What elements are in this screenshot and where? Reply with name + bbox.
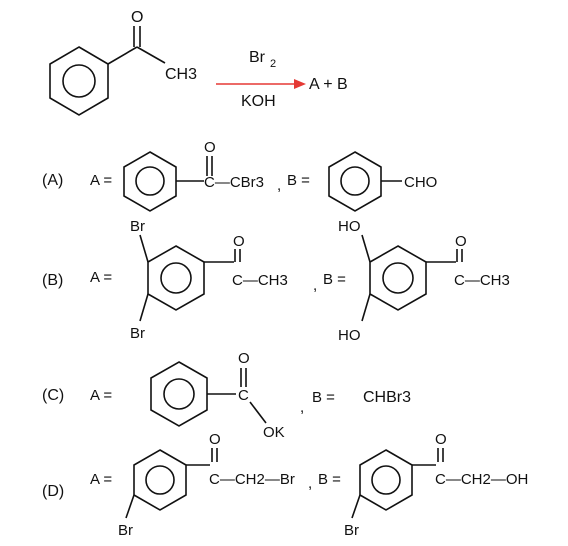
option-b-a-br-top: Br <box>130 218 145 235</box>
reactant-oxygen: O <box>131 9 143 26</box>
option-a-b-circle <box>340 166 370 196</box>
option-b-a-group: C—CH3 <box>232 272 288 289</box>
option-d-b-br-bond <box>351 494 361 519</box>
reactant-acetophenone: O CH3 <box>49 9 197 116</box>
option-a-a-circle <box>135 166 165 196</box>
option-b-b-ho-top-bond <box>361 234 371 263</box>
option-b-a-br-top-bond <box>139 234 149 263</box>
ring-carbonyl-bond <box>107 46 138 65</box>
option-c-label: (C) <box>42 387 64 404</box>
option-b-label: (B) <box>42 272 63 289</box>
option-d-b-ring <box>359 449 413 511</box>
option-d-b-group: C—CH2—OH <box>435 471 528 488</box>
option-a-label: (A) <box>42 172 63 189</box>
option-b-b-ho-bottom: HO <box>338 327 361 344</box>
option-b-b-group: C—CH3 <box>454 272 510 289</box>
option-a-b-group: CHO <box>404 174 437 191</box>
option-d[interactable]: (D) A = Br O C—CH2—Br , B = Br O C—CH2—O… <box>42 431 528 539</box>
option-b-b-ho-top: HO <box>338 218 361 235</box>
option-d-a-ring <box>133 449 187 511</box>
reagent-koh: KOH <box>241 93 276 110</box>
option-b-a-br-bottom: Br <box>130 325 145 342</box>
option-c-a-oxygen: O <box>238 350 250 367</box>
option-c-a-ok-bond <box>249 401 267 424</box>
option-c-a-prefix: A = <box>90 387 112 404</box>
option-b[interactable]: (B) A = Br Br O C—CH3 , B = HO HO O C—CH… <box>42 218 510 344</box>
option-c-b-prefix: B = <box>312 389 335 406</box>
reagent-br: Br <box>249 49 266 66</box>
option-a-a-group: C—CBr3 <box>204 174 264 191</box>
option-c[interactable]: (C) A = O C OK , B = CHBr3 <box>42 350 411 441</box>
option-b-a-ring <box>147 245 205 311</box>
option-d-a-prefix: A = <box>90 471 112 488</box>
option-c-a-circle <box>163 378 195 410</box>
option-d-a-group: C—CH2—Br <box>209 471 295 488</box>
reaction-arrow-group: Br 2 KOH A + B <box>216 49 348 110</box>
option-a-sep: , <box>277 177 281 194</box>
option-d-label: (D) <box>42 483 64 500</box>
option-d-b-prefix: B = <box>318 471 341 488</box>
option-a-a-oxygen: O <box>204 139 216 156</box>
reagent-br-subscript: 2 <box>270 58 276 70</box>
option-b-b-ring <box>369 245 427 311</box>
option-c-a-ring <box>150 361 208 427</box>
option-c-a-carbon: C <box>238 387 249 404</box>
option-c-sep: , <box>300 399 304 416</box>
option-b-a-prefix: A = <box>90 269 112 286</box>
option-d-a-oxygen: O <box>209 431 221 448</box>
option-d-b-circle <box>371 465 401 495</box>
option-a-a-ring <box>123 151 177 212</box>
reactant-methyl: CH3 <box>165 66 197 83</box>
products-label: A + B <box>309 76 348 93</box>
option-d-a-br-bond <box>125 494 135 519</box>
option-d-a-circle <box>145 465 175 495</box>
carbonyl-methyl-bond <box>136 46 166 64</box>
option-b-a-circle <box>160 262 192 294</box>
option-c-a-ok: OK <box>263 424 285 441</box>
option-b-b-prefix: B = <box>323 271 346 288</box>
benzene-ring <box>49 46 109 116</box>
option-c-b-value: CHBr3 <box>363 389 411 406</box>
option-a-b-prefix: B = <box>287 172 310 189</box>
option-b-sep: , <box>313 277 317 294</box>
option-a[interactable]: (A) A = O C—CBr3 , B = CHO <box>42 139 437 212</box>
option-d-a-br: Br <box>118 522 133 539</box>
option-a-a-prefix: A = <box>90 172 112 189</box>
option-d-b-br: Br <box>344 522 359 539</box>
option-a-b-ring <box>328 151 382 212</box>
option-b-a-oxygen: O <box>233 233 245 250</box>
option-b-a-br-bottom-bond <box>139 293 149 322</box>
option-b-b-oxygen: O <box>455 233 467 250</box>
option-d-sep: , <box>308 475 312 492</box>
option-d-b-oxygen: O <box>435 431 447 448</box>
option-b-b-circle <box>382 262 414 294</box>
aromatic-circle <box>62 64 96 98</box>
reaction-arrowhead <box>294 79 306 89</box>
option-b-b-ho-bottom-bond <box>361 293 371 322</box>
